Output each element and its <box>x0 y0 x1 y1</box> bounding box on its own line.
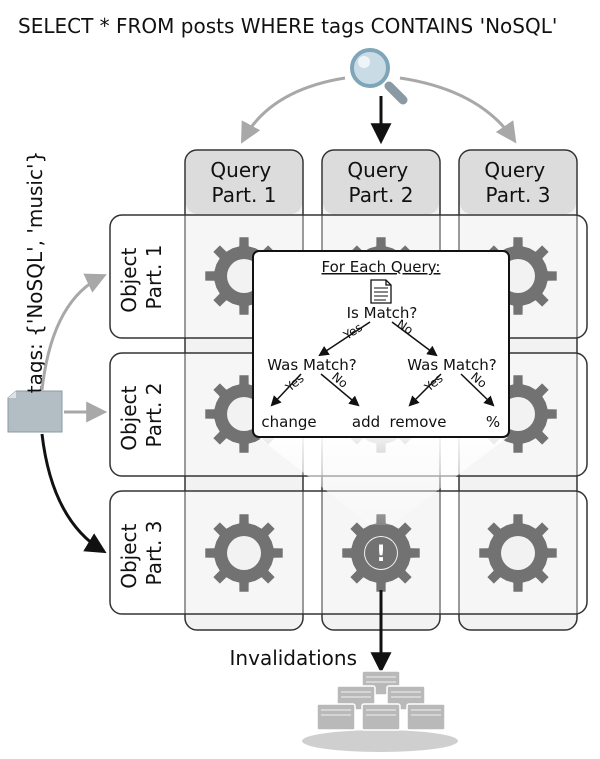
svg-text:Object Part. 2: Object Part. 2 <box>117 379 166 451</box>
object-part-3-line2: Part. 3 <box>142 521 166 586</box>
query-part-2-line2: Part. 2 <box>349 183 414 207</box>
was-match-left-label: Was Match? <box>267 356 356 374</box>
outcome-add: add <box>352 413 380 431</box>
svg-text:Object Part. 1: Object Part. 1 <box>117 241 166 313</box>
svg-text:Query Part. 3: Query Part. 3 <box>484 158 551 207</box>
invalidations-label: Invalidations <box>230 646 357 670</box>
query-part-1-line1: Query <box>210 158 271 182</box>
popup-beam <box>258 437 508 525</box>
search-icon <box>350 48 408 105</box>
object-part-3-line1: Object <box>117 523 141 588</box>
object-part-1-line1: Object <box>117 247 141 312</box>
match-popup <box>252 250 510 438</box>
outcome-percent: % <box>486 413 500 431</box>
alert-gear-icon: ! <box>342 514 420 592</box>
gear-icon <box>479 514 557 592</box>
was-match-right-label: Was Match? <box>407 356 496 374</box>
query-part-1-line2: Part. 1 <box>212 183 277 207</box>
outcome-change: change <box>261 413 316 431</box>
gear-icon <box>205 514 283 592</box>
query-part-3-line1: Query <box>484 158 545 182</box>
object-part-1-line2: Part. 1 <box>142 245 166 310</box>
is-match-label: Is Match? <box>347 304 418 322</box>
svg-text:Query Part. 1: Query Part. 1 <box>210 158 277 207</box>
arrow-to-query-part-1 <box>241 76 346 144</box>
query-part-3-line2: Part. 3 <box>486 183 551 207</box>
object-part-2-line2: Part. 2 <box>142 383 166 448</box>
popup-title: For Each Query: <box>322 258 441 276</box>
alert-mark: ! <box>376 542 386 567</box>
outcome-remove: remove <box>390 413 447 431</box>
server-stack-icon <box>302 670 458 752</box>
query-text: SELECT * FROM posts WHERE tags CONTAINS … <box>18 14 557 38</box>
svg-text:Query Part. 2: Query Part. 2 <box>347 158 414 207</box>
svg-text:Object Part. 3: Object Part. 3 <box>117 517 166 589</box>
object-part-2-line1: Object <box>117 385 141 450</box>
arrow-to-object-part-1 <box>40 273 107 391</box>
object-document-icon <box>7 390 63 433</box>
query-part-2-line1: Query <box>347 158 408 182</box>
arrow-to-object-part-3 <box>40 433 107 554</box>
object-tags-label: tags: {'NoSQL', 'music'} <box>23 151 47 393</box>
arrow-to-query-part-3 <box>399 76 517 144</box>
document-icon <box>370 279 392 304</box>
